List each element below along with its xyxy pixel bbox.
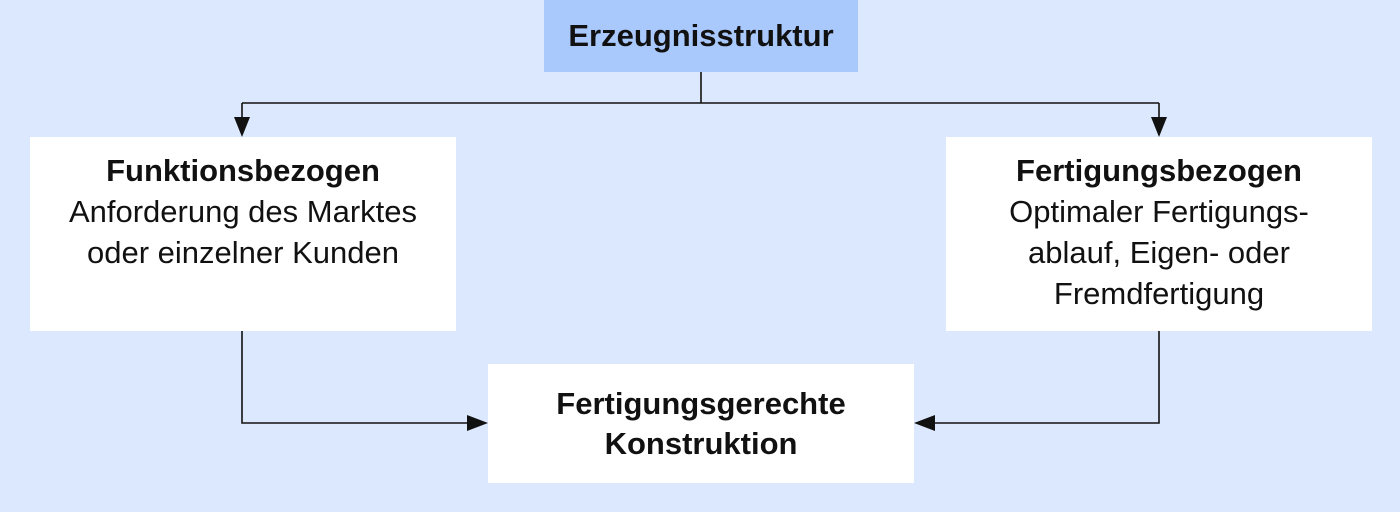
arrowhead-right-branch: [1151, 117, 1167, 137]
right-branch-line-1: Optimaler Fertigungs-: [1009, 194, 1309, 229]
right-branch-title: Fertigungsbezogen: [1016, 153, 1302, 188]
result-node: Fertigungsgerechte Konstruktion: [488, 364, 914, 483]
right-branch-line-3: Fremdfertigung: [1053, 276, 1265, 311]
left-branch-line-2: oder einzelner Kunden: [87, 235, 399, 270]
root-node: Erzeugnisstruktur: [544, 0, 858, 72]
result-title-line-1: Fertigungsgerechte: [556, 385, 846, 421]
connector-left-to-result: [241, 331, 468, 424]
arrowhead-result-left: [467, 415, 488, 431]
result-title-line-2: Konstruktion: [604, 425, 798, 461]
left-branch-node: Funktionsbezogen Anforderung des Marktes…: [30, 137, 456, 331]
connector-right-to-result: [934, 331, 1160, 424]
left-branch-line-1: Anforderung des Marktes: [68, 194, 418, 229]
right-branch-line-2: ablauf, Eigen- oder: [1028, 235, 1290, 270]
root-title: Erzeugnisstruktur: [568, 18, 834, 53]
arrowhead-result-right: [914, 415, 935, 431]
right-branch-node: Fertigungsbezogen Optimaler Fertigungs- …: [946, 137, 1372, 331]
left-branch-title: Funktionsbezogen: [106, 153, 380, 188]
arrowhead-left-branch: [234, 117, 250, 137]
